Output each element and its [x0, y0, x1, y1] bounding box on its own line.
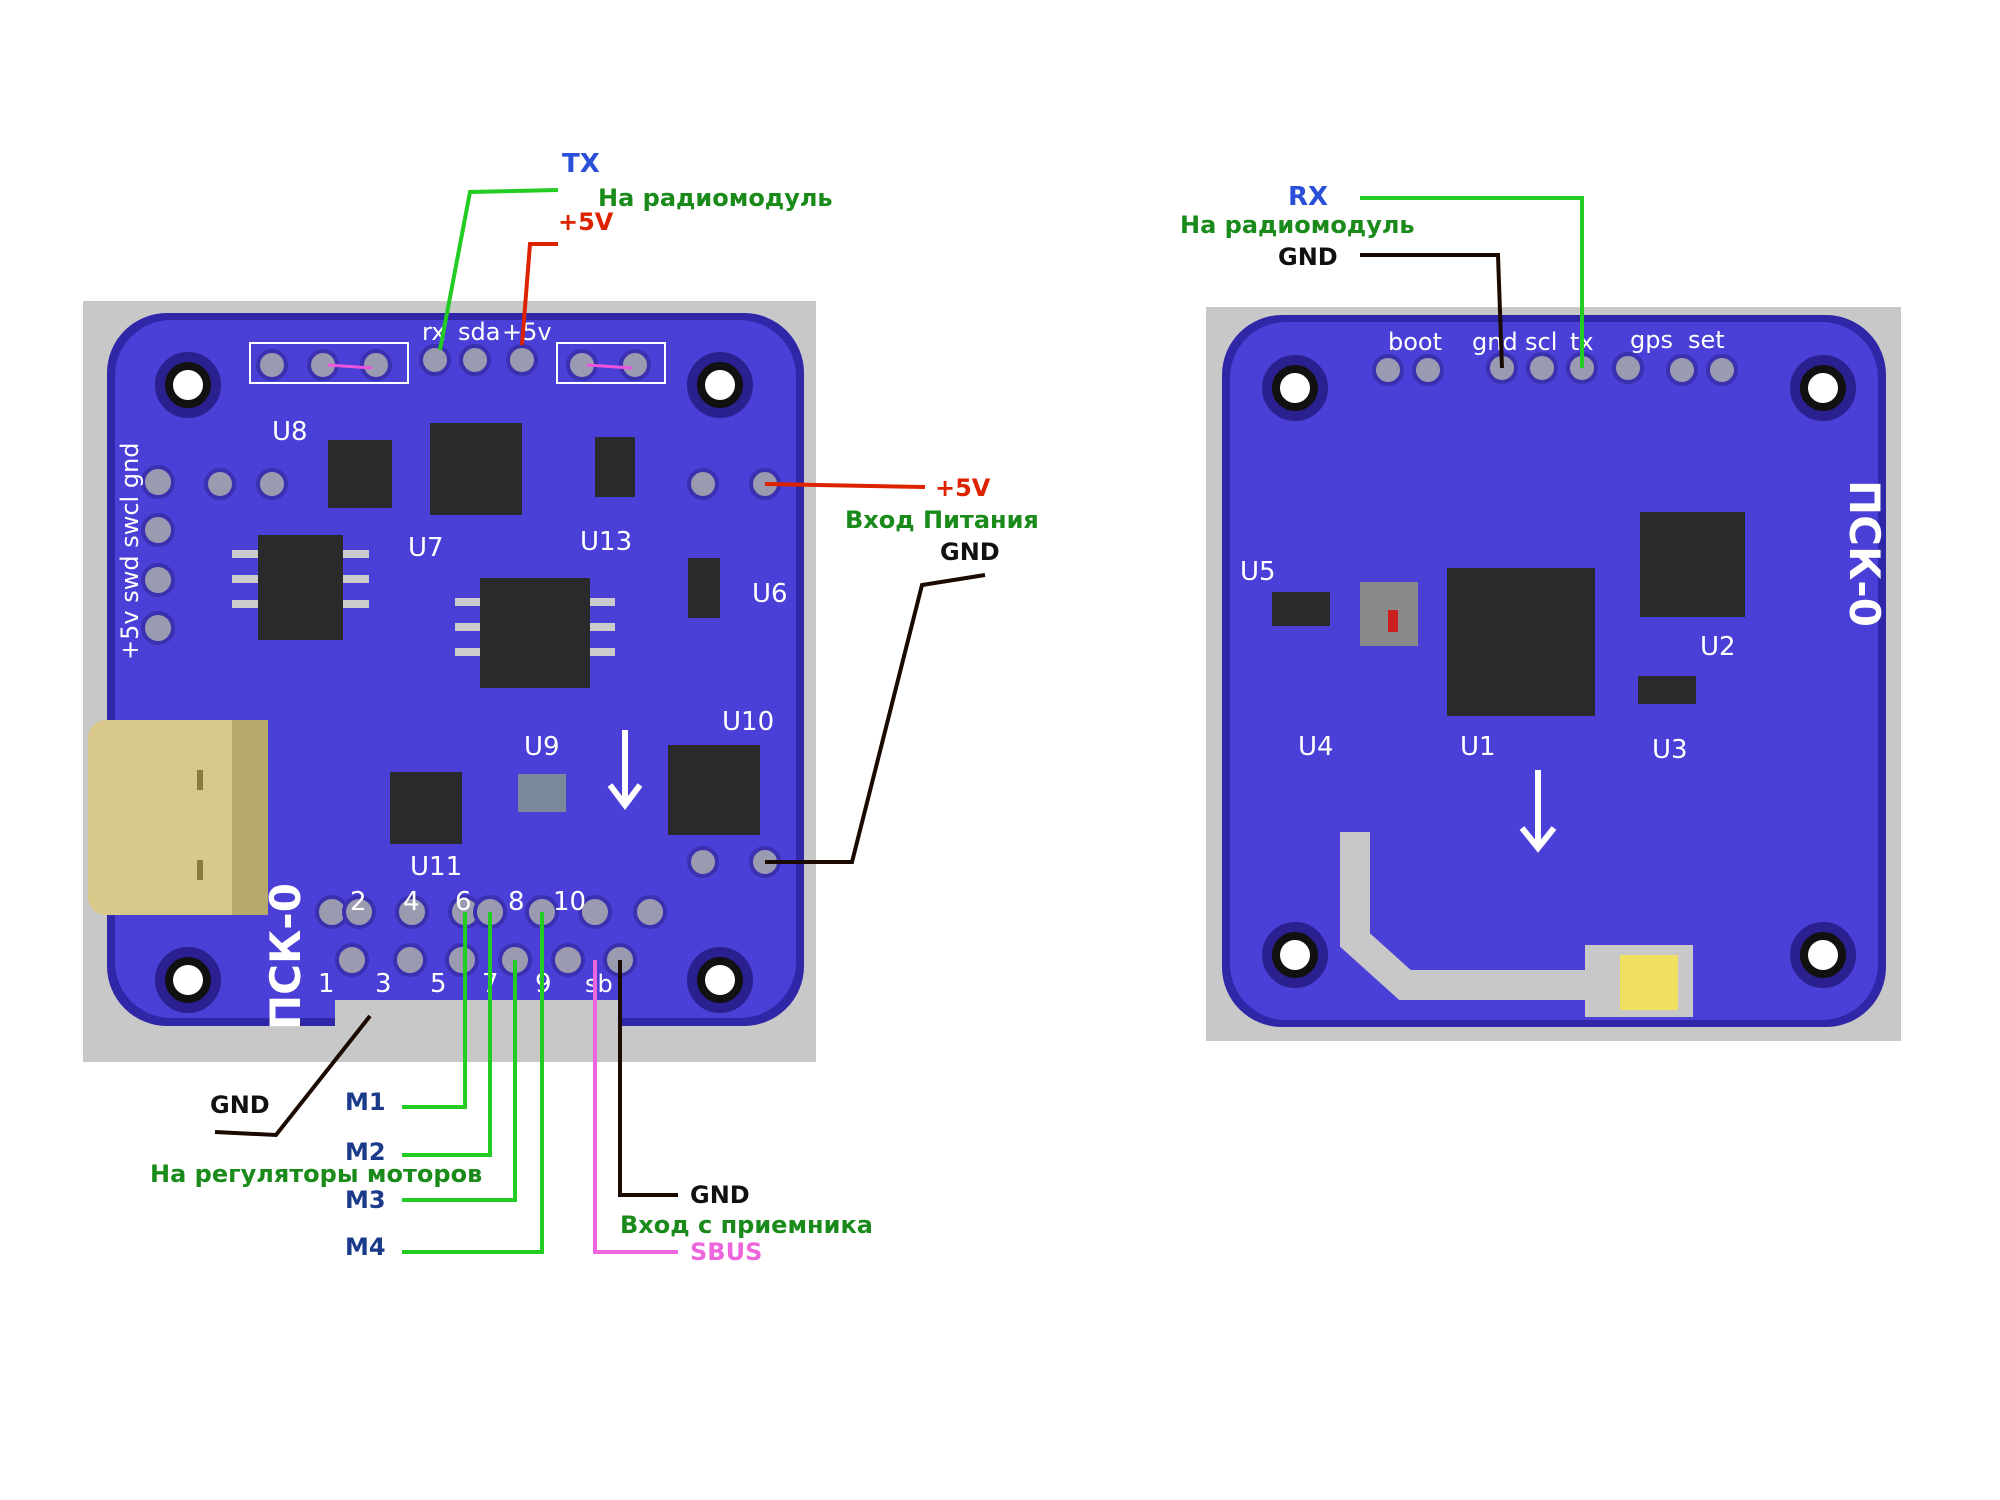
- ref-u11: U11: [410, 852, 462, 882]
- right-board: boot gnd scl tx gps set U5 U4 U1 U2 U3 П…: [1206, 307, 1901, 1041]
- motor-pin-10: 10: [553, 887, 586, 917]
- motor-pin-3: 3: [375, 969, 392, 999]
- motor-pin-2: 2: [350, 887, 367, 917]
- label-radio-right: На радиомодуль: [1180, 211, 1415, 239]
- ref-u13: U13: [580, 527, 632, 557]
- right-pin-gnd: gnd: [1472, 328, 1518, 356]
- ref-u5: U5: [1240, 557, 1276, 587]
- left-chips: [258, 423, 760, 844]
- motor-pin-5: 5: [430, 969, 447, 999]
- left-pin-rx: rx: [422, 318, 445, 346]
- label-plus5v-right: +5V: [935, 474, 991, 502]
- motor-pin-sb: sb: [585, 970, 613, 998]
- left-board-title: ПСК-0: [261, 883, 310, 1030]
- right-pin-boot: boot: [1388, 328, 1442, 356]
- left-pin-sda: sda: [458, 318, 500, 346]
- label-motor-regs: На регуляторы моторов: [150, 1160, 482, 1188]
- label-rx: RX: [1288, 182, 1328, 212]
- ref-u4: U4: [1298, 732, 1334, 762]
- label-receiver-in: Вход с приемника: [620, 1211, 873, 1239]
- ref-u7: U7: [408, 533, 444, 563]
- label-plus5v-top: +5V: [558, 208, 614, 236]
- ref-u9: U9: [524, 732, 560, 762]
- label-radio-left: На радиомодуль: [598, 184, 833, 212]
- ref-u2: U2: [1700, 632, 1736, 662]
- label-m1: M1: [345, 1088, 386, 1116]
- ref-u10: U10: [722, 707, 774, 737]
- usb-c-connector: [88, 720, 268, 915]
- label-m4: M4: [345, 1233, 386, 1261]
- ref-u1: U1: [1460, 732, 1496, 762]
- label-power-in: Вход Питания: [845, 506, 1039, 534]
- label-tx: TX: [562, 149, 600, 179]
- label-m2: M2: [345, 1138, 386, 1166]
- right-pin-set: set: [1688, 326, 1725, 354]
- label-gnd-sbus: GND: [690, 1181, 750, 1209]
- motor-pin-8: 8: [508, 887, 525, 917]
- motor-pin-4: 4: [403, 887, 420, 917]
- motor-pin-6: 6: [455, 887, 472, 917]
- left-side-pins-label: +5v swd swcl gnd: [116, 442, 144, 660]
- left-board: rx sda +5v +5v swd swcl gnd: [83, 301, 816, 1062]
- label-gnd-power: GND: [940, 538, 1000, 566]
- annotation-labels: TX На радиомодуль +5V +5V Вход Питания G…: [150, 149, 1415, 1266]
- ref-u8: U8: [272, 417, 308, 447]
- right-board-title: ПСК-0: [1840, 480, 1889, 627]
- right-pin-scl: scl: [1525, 328, 1557, 356]
- ref-u6: U6: [752, 579, 788, 609]
- ref-u3: U3: [1652, 735, 1688, 765]
- right-pin-gps: gps: [1630, 326, 1673, 354]
- label-sbus: SBUS: [690, 1238, 762, 1266]
- label-m3: M3: [345, 1186, 386, 1214]
- motor-pin-1: 1: [318, 969, 335, 999]
- wires: [214, 188, 1584, 1254]
- label-gnd-right: GND: [1278, 243, 1338, 271]
- left-pin-5v: +5v: [502, 318, 552, 346]
- label-gnd-bottom-left: GND: [210, 1091, 270, 1119]
